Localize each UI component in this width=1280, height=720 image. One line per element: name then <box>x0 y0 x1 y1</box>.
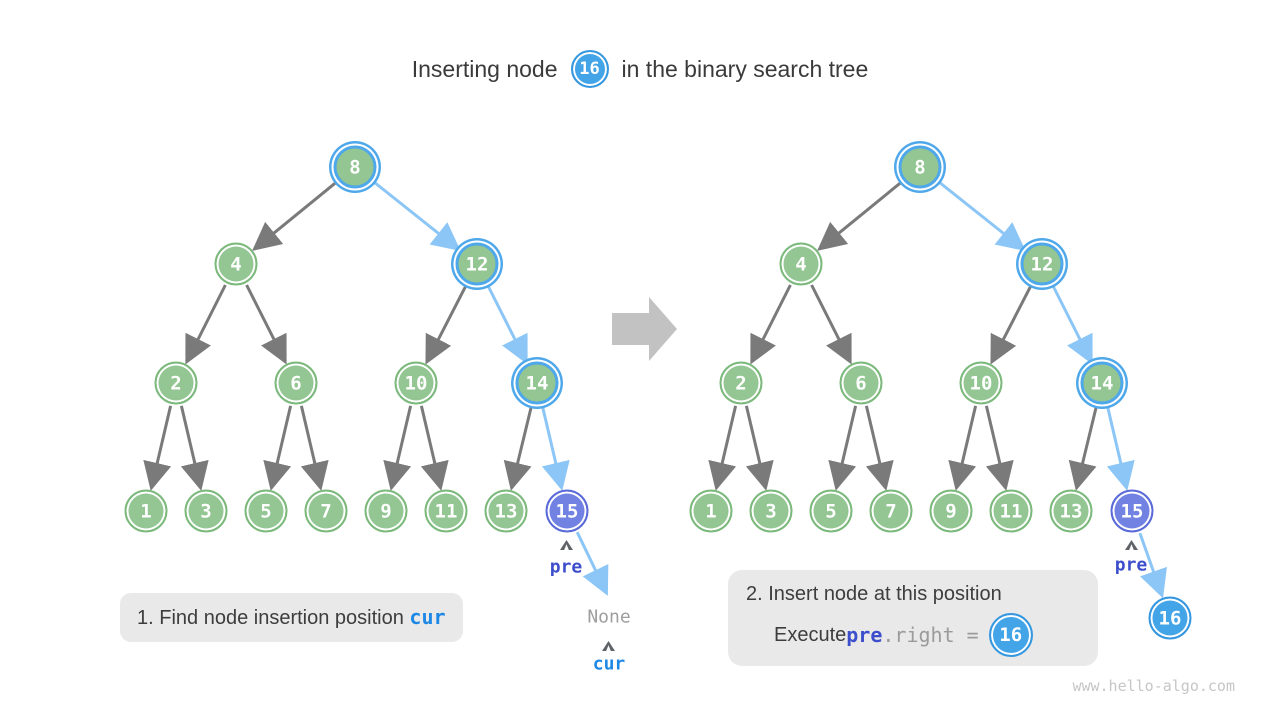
tree-edge-14-13 <box>1068 405 1098 491</box>
tree-edge-10-9 <box>948 405 978 491</box>
none-label: None <box>587 606 631 628</box>
tree-edge-12-14 <box>1051 284 1093 365</box>
pre-label-left: pre <box>549 556 583 578</box>
tree-edge-12-10 <box>425 284 468 365</box>
tree-edge-6-5 <box>263 405 293 491</box>
tree-edge-2-3 <box>744 405 774 491</box>
tree-edge-4-2 <box>185 284 227 365</box>
tree-edge-6-7 <box>299 405 329 491</box>
tree-edge-2-3 <box>179 405 209 491</box>
tree-edge-4-6 <box>245 284 287 365</box>
tree-edge-8-12 <box>372 180 461 252</box>
tree-edge-6-7 <box>864 405 894 491</box>
step2-caption: 2. Insert node at this position Execute … <box>728 570 1098 666</box>
title-text-before: Inserting node <box>411 55 558 82</box>
tree-edge-4-2 <box>750 284 792 365</box>
step1-text: 1. Find node insertion position <box>137 607 410 629</box>
tree-edge-15-none <box>575 531 609 596</box>
step2-line2: Execute pre .right = 16 <box>774 613 1098 657</box>
tree-edge-8-4 <box>252 180 338 251</box>
step2-node-16: 16 <box>988 613 1033 657</box>
transition-arrow-icon <box>612 297 677 361</box>
tree-edge-14-15 <box>1105 405 1135 491</box>
tree-edge-14-13 <box>503 405 533 491</box>
tree-edge-4-6 <box>810 284 852 365</box>
tree-edge-12-14 <box>486 284 528 365</box>
watermark: www.hello-algo.com <box>1072 677 1235 695</box>
step2-pre-code: pre <box>846 623 883 647</box>
page-title: Inserting node 16 in the binary search t… <box>0 50 1280 88</box>
title-node-16: 16 <box>570 50 609 88</box>
tree-edge-15-16 <box>1138 532 1167 599</box>
step2-right-code: .right = <box>882 623 979 647</box>
step2-line1: 2. Insert node at this position <box>746 583 1002 605</box>
tree-edge-10-11 <box>419 405 449 491</box>
title-text-after: in the binary search tree <box>621 55 869 82</box>
cur-label: cur <box>592 653 626 675</box>
tree-edge-10-9 <box>383 405 413 491</box>
tree-edge-6-5 <box>828 405 858 491</box>
tree-edge-8-4 <box>817 180 903 251</box>
step1-caption: 1. Find node insertion position cur <box>120 593 463 642</box>
tree-edge-2-1 <box>708 405 738 491</box>
tree-edge-12-10 <box>990 284 1033 365</box>
step2-execute-text: Execute <box>774 623 847 646</box>
tree-edge-8-12 <box>937 180 1026 252</box>
tree-edge-10-11 <box>984 405 1014 491</box>
tree-edge-2-1 <box>143 405 173 491</box>
pre-label-right: pre <box>1114 554 1148 576</box>
tree-edge-14-15 <box>540 405 570 491</box>
step1-cur-code: cur <box>409 605 446 629</box>
